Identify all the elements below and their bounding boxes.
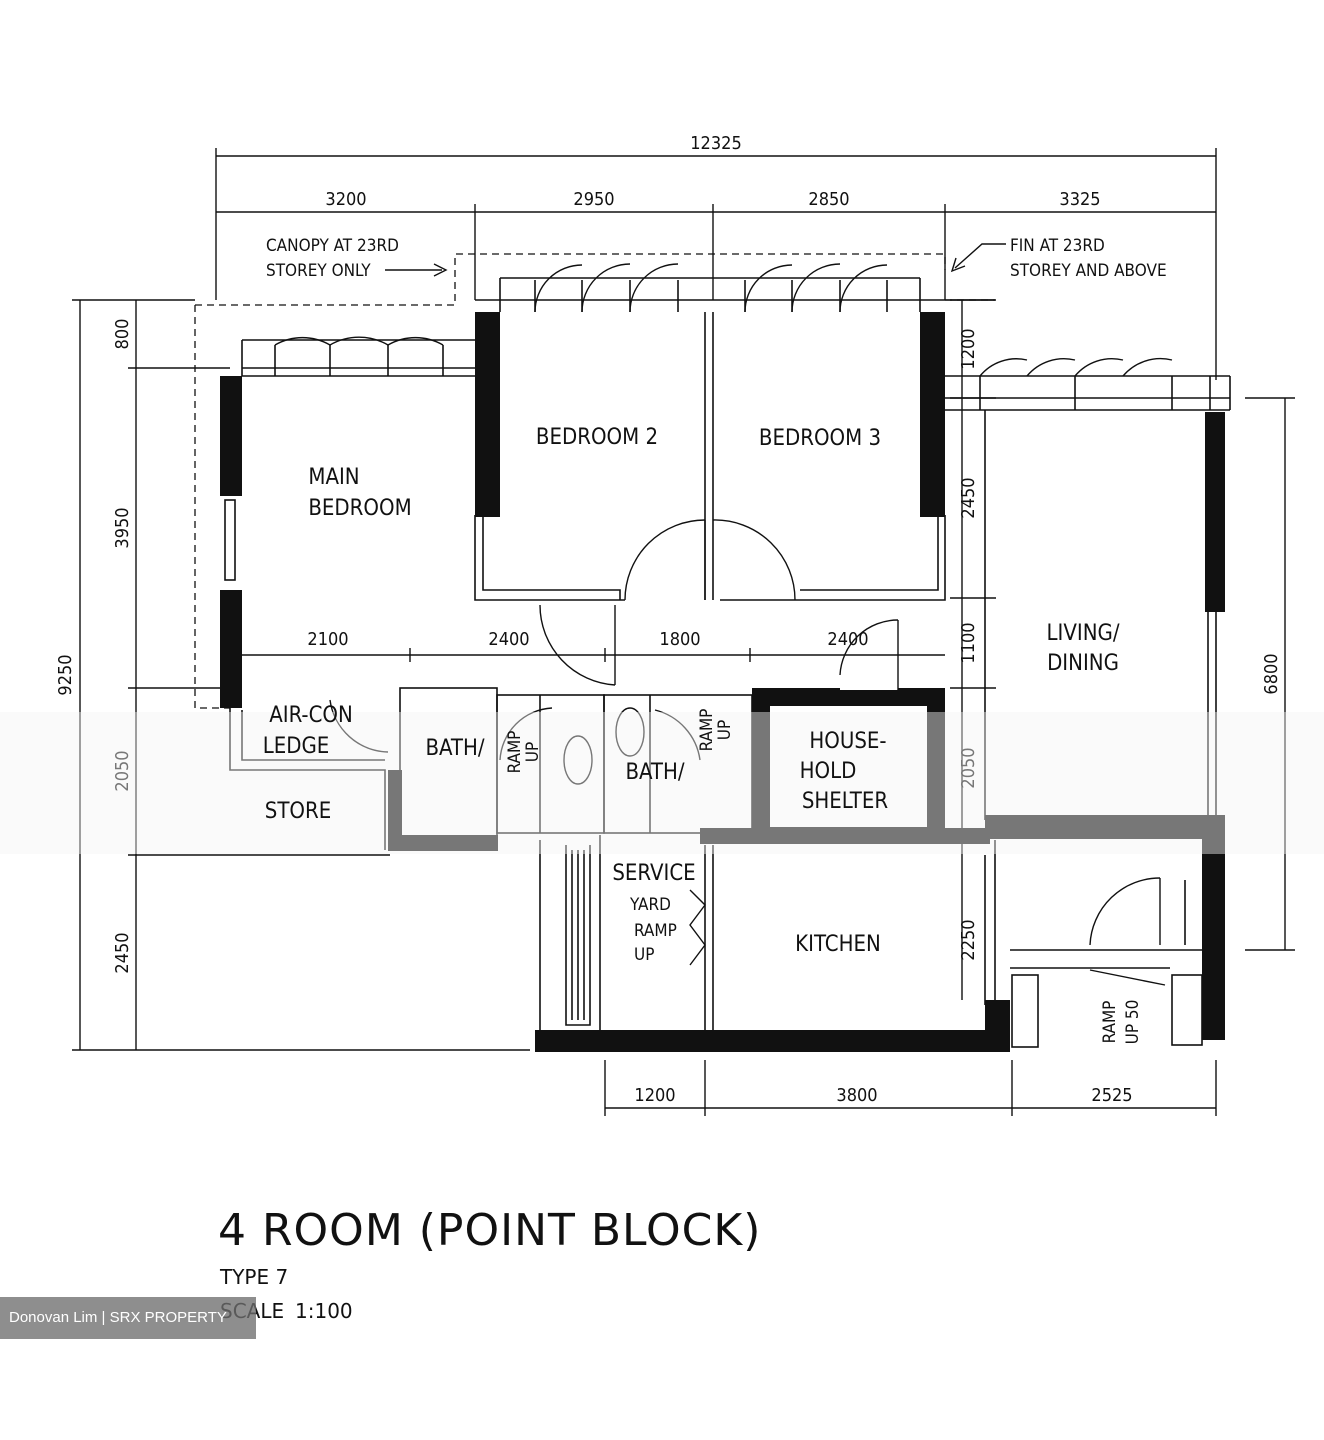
dimension-labels: 12325 3200 2950 2850 3325 2100 2400 1800… bbox=[55, 133, 1282, 1106]
dim-mid-1: 1200 bbox=[958, 328, 979, 369]
dim-left-3: 2050 bbox=[112, 750, 133, 791]
wc-2-label-2: UP bbox=[715, 720, 735, 740]
service-yard-label-4: UP bbox=[634, 945, 654, 965]
dim-inner-3: 1800 bbox=[659, 629, 700, 650]
watermark-banner: Donovan Lim | SRX PROPERTY bbox=[0, 1297, 256, 1339]
dim-top-2: 2950 bbox=[573, 189, 614, 210]
dim-bottom-1: 1200 bbox=[634, 1085, 675, 1106]
thin-walls bbox=[224, 277, 1231, 1048]
canopy-note-1: CANOPY AT 23RD bbox=[266, 236, 399, 256]
main-bedroom-label-1: MAIN bbox=[308, 465, 359, 490]
bath-1-label: BATH/ bbox=[425, 736, 484, 761]
fin-note-1: FIN AT 23RD bbox=[1010, 236, 1105, 256]
household-shelter-label-3: SHELTER bbox=[802, 789, 889, 814]
entrance-ramp-label-2: UP 50 bbox=[1123, 1000, 1143, 1045]
service-yard-label-1: SERVICE bbox=[612, 861, 695, 886]
dim-mid-2: 2450 bbox=[958, 477, 979, 518]
dim-inner-4: 2400 bbox=[827, 629, 868, 650]
main-bedroom-label-2: BEDROOM bbox=[308, 496, 411, 521]
service-yard-label-2: YARD bbox=[629, 895, 671, 915]
bath-2-label: BATH/ bbox=[625, 760, 684, 785]
plan-scale-value: 1:100 bbox=[295, 1299, 353, 1323]
plan-type: TYPE 7 bbox=[219, 1265, 288, 1289]
household-shelter-label-2: HOLD bbox=[800, 759, 857, 784]
room-labels: MAIN BEDROOM BEDROOM 2 BEDROOM 3 LIVING/… bbox=[263, 425, 1120, 957]
household-shelter-label-1: HOUSE- bbox=[809, 729, 886, 754]
dim-bottom-3: 2525 bbox=[1091, 1085, 1132, 1106]
dimension-lines bbox=[72, 148, 1295, 1116]
dim-top-4: 3325 bbox=[1059, 189, 1100, 210]
canopy-note-2: STOREY ONLY bbox=[266, 261, 371, 281]
dim-top-3: 2850 bbox=[808, 189, 849, 210]
note-leaders bbox=[385, 243, 1006, 277]
dim-inner-2: 2400 bbox=[488, 629, 529, 650]
dim-left-2: 3950 bbox=[112, 507, 133, 548]
living-dining-label-2: DINING bbox=[1047, 651, 1119, 676]
dim-top-1: 3200 bbox=[325, 189, 366, 210]
structural-walls bbox=[220, 312, 1225, 1052]
dim-right-overall: 6800 bbox=[1261, 653, 1282, 694]
dim-bottom-2: 3800 bbox=[836, 1085, 877, 1106]
small-labels: YARD RAMP UP RAMP UP RAMP UP RAMP UP 50 bbox=[505, 709, 1143, 1045]
service-yard-label-3: RAMP bbox=[634, 921, 677, 941]
wc-1-label-2: UP bbox=[523, 742, 543, 762]
dim-overall-width: 12325 bbox=[690, 133, 742, 154]
notes: CANOPY AT 23RD STOREY ONLY FIN AT 23RD S… bbox=[266, 236, 1167, 281]
wc-1-label-1: RAMP bbox=[505, 731, 525, 774]
plan-title: 4 ROOM (POINT BLOCK) bbox=[218, 1205, 761, 1256]
dim-left-overall: 9250 bbox=[55, 654, 76, 695]
dim-inner-1: 2100 bbox=[307, 629, 348, 650]
fin-note-2: STOREY AND ABOVE bbox=[1010, 261, 1167, 281]
store-label: STORE bbox=[265, 799, 331, 824]
dim-mid-5: 2250 bbox=[958, 919, 979, 960]
kitchen-label: KITCHEN bbox=[795, 932, 881, 957]
aircon-ledge-label-2: LEDGE bbox=[263, 734, 330, 759]
wc-2-label-1: RAMP bbox=[697, 709, 717, 752]
bedroom-3-label: BEDROOM 3 bbox=[759, 426, 881, 451]
dim-left-1: 800 bbox=[112, 319, 133, 350]
scan-blur-band bbox=[0, 712, 1324, 854]
dim-mid-3: 1100 bbox=[958, 622, 979, 663]
dim-left-4: 2450 bbox=[112, 932, 133, 973]
doors bbox=[274, 263, 1173, 986]
aircon-ledge-label-1: AIR-CON bbox=[269, 703, 353, 728]
bedroom-2-label: BEDROOM 2 bbox=[536, 425, 658, 450]
living-dining-label-1: LIVING/ bbox=[1046, 621, 1119, 646]
entrance-ramp-label-1: RAMP bbox=[1100, 1001, 1120, 1044]
dim-mid-4: 2050 bbox=[958, 747, 979, 788]
